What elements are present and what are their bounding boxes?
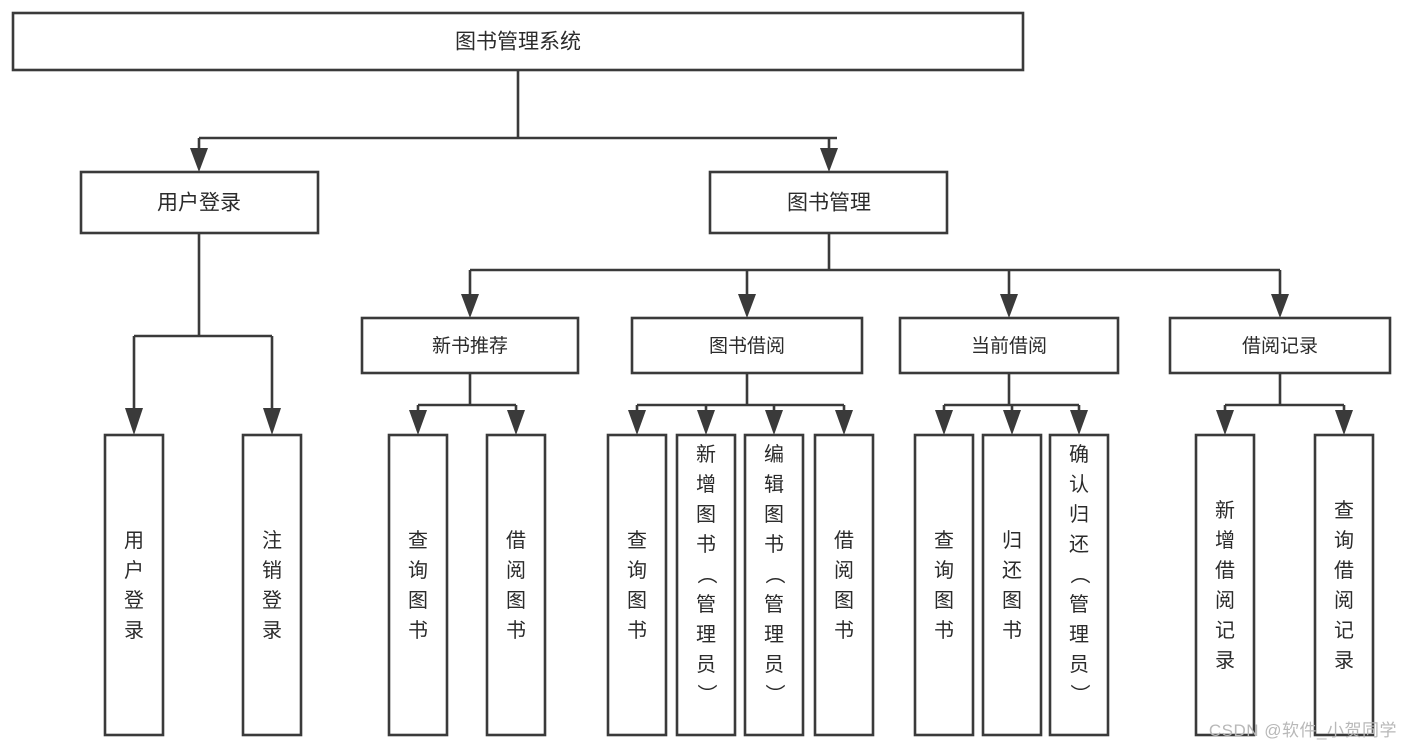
leaf-node[interactable]: 查询借阅记录	[1313, 433, 1375, 737]
arrowhead-newbook	[461, 294, 479, 318]
node-borrow-record-label: 借阅记录	[1242, 335, 1318, 357]
arrowhead-leaf-return-book	[1003, 410, 1021, 435]
arrowhead-leaf-user-login	[125, 408, 143, 435]
arrowhead-book-manage	[820, 148, 838, 172]
leaf-node-box[interactable]	[387, 433, 449, 737]
arrowhead-user-login	[190, 148, 208, 172]
leaf-node-label: 新增图书（管理员）	[696, 443, 717, 706]
connector-group	[125, 70, 1353, 435]
node-user-login-label: 用户登录	[157, 192, 241, 215]
node-book-management-box[interactable]	[708, 170, 949, 235]
leaf-node-box[interactable]	[1048, 433, 1110, 737]
leaf-node-box[interactable]	[606, 433, 668, 737]
arrowhead-leaf-add-book	[697, 410, 715, 435]
node-new-book-recommend[interactable]: 新书推荐	[360, 316, 580, 375]
leaf-node-label: 用户登录	[124, 530, 144, 642]
arrowhead-leaf-borrow-book-2	[835, 410, 853, 435]
leaf-node-label: 归还图书	[1002, 529, 1022, 642]
leaf-node[interactable]: 注销登录	[241, 433, 303, 737]
arrowhead-leaf-edit-book	[765, 410, 783, 435]
leaf-node[interactable]: 新增图书（管理员）	[675, 433, 737, 737]
leaf-node[interactable]: 查询图书	[913, 433, 975, 737]
leaf-node[interactable]: 查询图书	[387, 433, 449, 737]
node-book-management-label: 图书管理	[787, 192, 871, 215]
node-user-login-box[interactable]	[79, 170, 320, 235]
leaf-node-label: 确认归还（管理员）	[1069, 443, 1090, 706]
arrowhead-current	[1000, 294, 1018, 318]
leaf-node[interactable]: 借阅图书	[813, 433, 875, 737]
leaf-node-label: 编辑图书（管理员）	[764, 443, 785, 706]
leaf-node-box[interactable]	[485, 433, 547, 737]
leaf-node-box[interactable]	[241, 433, 303, 737]
arrowhead-leaf-query-book-3	[935, 410, 953, 435]
arrowhead-leaf-query-record	[1335, 410, 1353, 435]
leaf-node[interactable]: 编辑图书（管理员）	[743, 433, 805, 737]
node-book-borrow-box[interactable]	[630, 316, 864, 375]
node-new-book-recommend-box[interactable]	[360, 316, 580, 375]
leaf-node[interactable]: 归还图书	[981, 433, 1043, 737]
arrowhead-leaf-borrow-book-1	[507, 410, 525, 435]
leaf-node-box[interactable]	[1194, 433, 1256, 737]
arrowhead-leaf-add-record	[1216, 410, 1234, 435]
node-current-borrow-label: 当前借阅	[971, 335, 1047, 357]
leaf-node-box[interactable]	[675, 433, 737, 737]
leaf-node[interactable]: 查询图书	[606, 433, 668, 737]
leaf-node-box[interactable]	[981, 433, 1043, 737]
leaf-node-label: 新增借阅记录	[1215, 499, 1235, 672]
leaf-node-label: 借阅图书	[834, 529, 854, 642]
arrowhead-leaf-confirm-return	[1070, 410, 1088, 435]
leaf-node[interactable]: 新增借阅记录	[1194, 433, 1256, 737]
leaf-node-box[interactable]	[743, 433, 805, 737]
node-borrow-record-box[interactable]	[1168, 316, 1392, 375]
leaf-node-layer: 用户登录 注销登录 查询图书 借阅图书 查询图书 新增图书（管理员） 编辑图书（管理员） 借阅…	[103, 433, 1375, 737]
node-borrow-record[interactable]: 借阅记录	[1168, 316, 1392, 375]
leaf-node[interactable]: 借阅图书	[485, 433, 547, 737]
node-root-label: 图书管理系统	[455, 31, 581, 54]
leaf-node-label: 查询图书	[408, 529, 428, 642]
node-book-borrow-label: 图书借阅	[709, 335, 785, 357]
arrowhead-borrow	[738, 294, 756, 318]
leaf-node-box[interactable]	[1313, 433, 1375, 737]
arrowhead-leaf-query-book-2	[628, 410, 646, 435]
leaf-node-label: 查询图书	[934, 529, 954, 642]
arrowhead-record	[1271, 294, 1289, 318]
leaf-node-box[interactable]	[103, 433, 165, 737]
node-book-borrow[interactable]: 图书借阅	[630, 316, 864, 375]
node-root[interactable]: 图书管理系统	[11, 11, 1025, 72]
leaf-node-label: 查询图书	[627, 529, 647, 642]
leaf-node-box[interactable]	[813, 433, 875, 737]
node-current-borrow-box[interactable]	[898, 316, 1120, 375]
leaf-node[interactable]: 用户登录	[103, 433, 165, 737]
node-user-login[interactable]: 用户登录	[79, 170, 320, 235]
node-current-borrow[interactable]: 当前借阅	[898, 316, 1120, 375]
node-root-box[interactable]	[11, 11, 1025, 72]
leaf-node-label: 注销登录	[262, 529, 282, 642]
leaf-node-label: 借阅图书	[506, 529, 526, 642]
arrowhead-leaf-logout	[263, 408, 281, 435]
node-new-book-recommend-label: 新书推荐	[432, 335, 508, 357]
leaf-node[interactable]: 确认归还（管理员）	[1048, 433, 1110, 737]
leaf-node-label: 查询借阅记录	[1334, 499, 1354, 672]
node-book-management[interactable]: 图书管理	[708, 170, 949, 235]
arrowhead-leaf-query-book-1	[409, 410, 427, 435]
leaf-node-box[interactable]	[913, 433, 975, 737]
